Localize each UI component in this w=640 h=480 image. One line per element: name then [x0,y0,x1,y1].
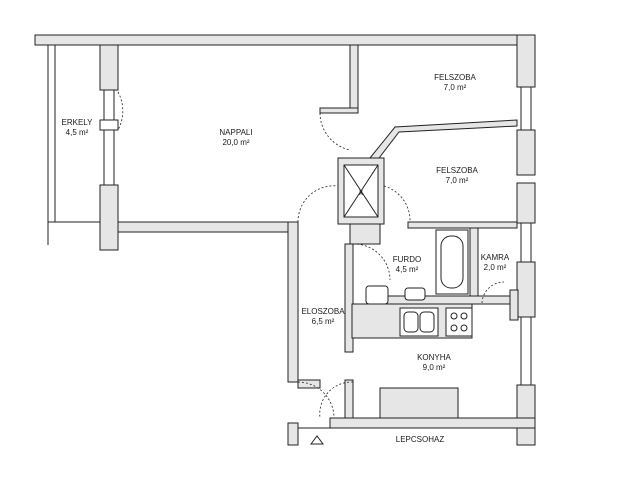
svg-text:KAMRA: KAMRA [481,253,510,262]
kitchen-counter [351,303,473,339]
room-label-konyha: KONYHA 9,0 m² [417,353,451,372]
svg-text:FURDO: FURDO [393,255,421,264]
hall-left-wall [287,221,299,383]
top-wall [34,34,536,46]
partition-nappali-felszoba [349,44,359,114]
room-label-nappali: NAPPALI 20,0 m² [219,128,252,147]
washbasin [365,285,389,305]
right-wall-3 [516,182,536,224]
svg-text:4,5 m²: 4,5 m² [396,265,419,274]
svg-text:7,0 m²: 7,0 m² [446,176,469,185]
right-windows [520,87,532,385]
svg-text:6,5 m²: 6,5 m² [312,317,335,326]
svg-text:NAPPALI: NAPPALI [219,128,252,137]
sink [403,311,419,333]
room-label-felszoba-1: FELSZOBA 7,0 m² [434,73,476,92]
svg-text:2,0 m²: 2,0 m² [484,263,507,272]
balcony-wall-top [99,44,119,91]
doors [117,91,505,419]
stairwell-label: LEPCSOHAZ [396,435,445,444]
svg-text:KONYHA: KONYHA [417,353,451,362]
kamra-side-wall [509,289,519,321]
balcony-railing [47,45,100,245]
svg-text:9,0 m²: 9,0 m² [423,363,446,372]
room-label-felszoba-2: FELSZOBA 7,0 m² [436,166,478,185]
bath-right-wall [469,227,479,304]
service-shaft: x [337,157,385,225]
bottom-wall [329,417,536,429]
balcony-window [99,90,119,185]
svg-text:FELSZOBA: FELSZOBA [434,73,476,82]
hall-left-wall-low [287,422,299,446]
kitchen-left-wall [344,379,354,421]
room-label-kamra: KAMRA 2,0 m² [481,253,510,272]
felszoba-bottom-wall [407,221,518,229]
right-wall-1 [516,34,536,88]
svg-text:4,5 m²: 4,5 m² [66,128,89,137]
right-wall-5 [516,384,536,446]
entrance-marker [310,435,324,445]
bath-top-stub [349,223,381,245]
right-wall-2 [516,129,536,176]
partition-low [319,107,359,114]
toilet [404,287,426,301]
felszoba-divider [369,119,518,163]
svg-text:20,0 m²: 20,0 m² [222,138,249,147]
shaft-mark: x [359,188,363,197]
svg-text:FELSZOBA: FELSZOBA [436,166,478,175]
svg-text:7,0 m²: 7,0 m² [444,83,467,92]
bath-bottom-wall [379,295,518,305]
kitchen-lower-counter [379,387,459,419]
svg-text:ERKELY: ERKELY [62,118,94,127]
stove [445,307,473,337]
svg-text:ELOSZOBA: ELOSZOBA [301,307,345,316]
hall-inner-wall [344,243,354,353]
balcony-wall-bottom [99,184,119,251]
room-label-furdo: FURDO 4,5 m² [393,255,421,274]
room-label-eloszoba: ELOSZOBA 6,5 m² [301,307,345,326]
bathtub [435,229,469,295]
room-label-erkely: ERKELY 4,5 m² [62,118,94,137]
right-wall-4 [516,261,536,318]
living-bottom-wall [117,221,289,233]
hall-lower-wall [297,379,321,389]
